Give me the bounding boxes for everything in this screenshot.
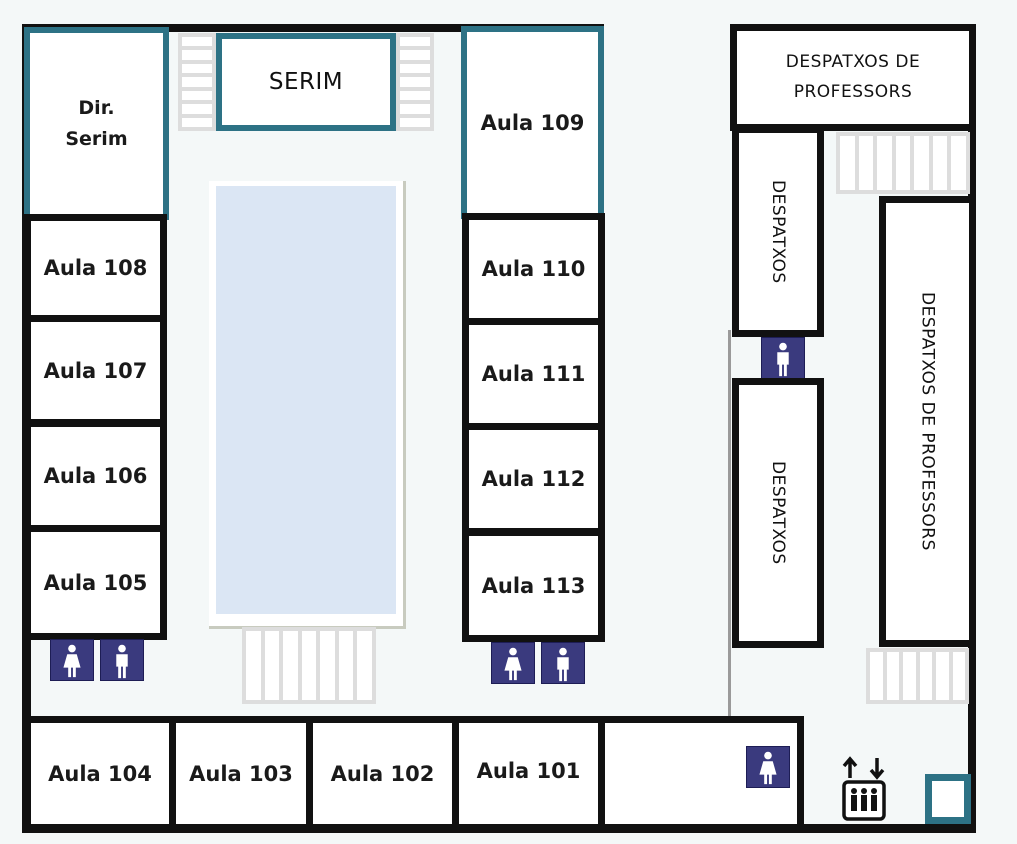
room-label: Aula 111 [481,362,586,386]
room-label: SERIM [268,69,344,95]
stairs-serim-right[interactable] [396,33,434,131]
room-aula-109[interactable]: Aula 109 [461,26,604,219]
room-label: Dir. Serim [65,97,128,150]
room-label: Aula 106 [43,464,148,488]
room-label: DESPATXOS [768,461,788,565]
room-aula-105[interactable]: Aula 105 [24,525,167,640]
room-despatxos-professors-top[interactable]: DESPATXOS DE PROFESSORS [730,24,976,131]
room-label: Aula 107 [43,358,148,383]
room-aula-101[interactable]: Aula 101 [452,716,605,831]
room-label: Aula 103 [189,761,293,786]
room-aula-108[interactable]: Aula 108 [24,214,167,322]
room-aula-112[interactable]: Aula 112 [462,423,605,535]
room-aula-111[interactable]: Aula 111 [462,318,605,430]
room-label: Aula 109 [480,110,585,135]
room-aula-106[interactable]: Aula 106 [24,420,167,532]
room-label: Aula 110 [481,257,586,281]
exit-marker [925,774,971,824]
room-label: Aula 108 [43,256,148,280]
room-restroom-bottom[interactable] [598,716,804,831]
stairs-serim-left[interactable] [178,33,216,131]
room-aula-110[interactable]: Aula 110 [462,213,605,325]
woman-restroom-icon [50,639,94,681]
room-label: DESPATXOS [768,179,788,284]
room-aula-103[interactable]: Aula 103 [169,716,313,831]
stairs-right-lower[interactable] [866,648,969,704]
room-label: Aula 113 [481,573,586,598]
room-despatxos-lower[interactable]: DESPATXOS [732,378,824,648]
outer-wall-top-left [22,24,604,32]
courtyard-pool [216,186,396,614]
woman-restroom-icon [491,642,535,684]
room-aula-102[interactable]: Aula 102 [306,716,459,831]
room-label: DESPATXOS DE PROFESSORS [917,292,938,551]
room-label: Aula 101 [476,759,581,783]
room-dir-serim[interactable]: Dir. Serim [24,27,169,220]
elevator-icon[interactable] [841,754,887,822]
room-aula-113[interactable]: Aula 113 [462,529,605,642]
man-restroom-icon [541,642,585,684]
room-label: DESPATXOS DE PROFESSORS [785,51,921,102]
room-despatxos-upper[interactable]: DESPATXOS [732,126,824,337]
room-serim[interactable]: SERIM [216,33,396,131]
room-aula-107[interactable]: Aula 107 [24,315,167,426]
man-restroom-icon [761,337,805,379]
room-label: Aula 102 [330,761,435,786]
inner-wall-right-corridor [728,330,731,718]
stairs-courtyard[interactable] [242,627,376,704]
room-label: Aula 112 [481,467,586,491]
room-label: Aula 104 [48,761,152,786]
woman-restroom-icon [746,746,790,788]
room-despatxos-professors-right[interactable]: DESPATXOS DE PROFESSORS [879,196,976,647]
stairs-right-upper[interactable] [836,132,970,194]
room-label: Aula 105 [43,570,148,595]
room-aula-104[interactable]: Aula 104 [24,716,176,831]
man-restroom-icon [100,639,144,681]
